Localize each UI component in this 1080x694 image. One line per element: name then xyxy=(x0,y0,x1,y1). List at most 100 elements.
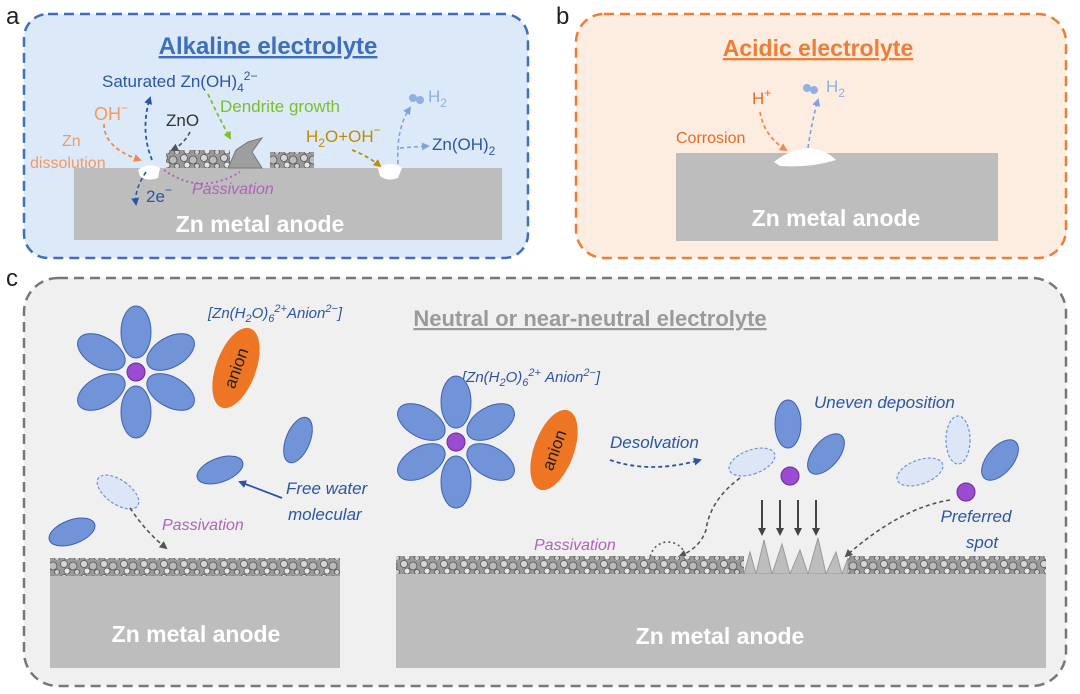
panel-c-arrow-passivation-right xyxy=(678,477,741,558)
free-water-molecule xyxy=(48,517,96,547)
panel-b: b Acidic electrolyte Zn metal anode H+ H… xyxy=(556,3,1068,260)
panel-b-arrow-proton xyxy=(759,111,788,152)
panel-c-right-passivation-2 xyxy=(848,556,1046,574)
free-water-arrow xyxy=(238,480,283,499)
panel-a-electrons-label: 2e− xyxy=(146,183,172,206)
panel-a: a Alkaline electrolyte Zn metal anode Sa… xyxy=(6,3,530,260)
panel-c-left-anode xyxy=(50,576,340,668)
panel-a-hydroxide-label: OH− xyxy=(94,101,128,124)
detached-water-molecule xyxy=(945,415,971,465)
panel-a-pit-2 xyxy=(378,164,402,180)
free-water-molecule-dashed xyxy=(96,474,140,510)
panel-b-anode-label: Zn metal anode xyxy=(752,205,921,231)
panel-a-zinc-hydroxide-label: Zn(OH)2 xyxy=(432,135,496,158)
panel-a-dendrite xyxy=(227,137,264,169)
panel-c-right-anode xyxy=(396,574,1046,668)
panel-b-proton-label: H+ xyxy=(752,86,771,108)
zinc-ion xyxy=(126,362,146,382)
panel-c-passivation-label-left: Passivation xyxy=(162,517,244,534)
water-petal xyxy=(440,455,472,509)
panel-a-arrow-zno xyxy=(170,131,191,151)
panel-c-left-passivation xyxy=(50,558,340,576)
water-petal xyxy=(466,443,515,481)
water-petal xyxy=(77,373,126,411)
panel-a-zn-dissolution-label-2: dissolution xyxy=(30,155,106,172)
panel-b-anode xyxy=(676,153,998,241)
panel-a-h2-label: H2 xyxy=(428,87,447,110)
panel-b-corrosion-label: Corrosion xyxy=(676,130,745,147)
panel-a-arrow-water xyxy=(351,149,382,168)
panel-a-dendrite-label: Dendrite growth xyxy=(220,97,340,116)
solvated-zinc-complex-1 xyxy=(77,305,195,439)
partially-desolvated-complex xyxy=(774,399,845,486)
panel-b-corrosion-pit xyxy=(774,148,836,167)
water-petal xyxy=(146,333,195,371)
anion-1: anion xyxy=(212,327,260,409)
detached-water-molecule xyxy=(728,447,776,477)
water-petal xyxy=(120,385,152,439)
water-petal xyxy=(807,433,845,475)
panel-c-arrow-passivation-left xyxy=(129,507,168,550)
panel-b-title: Acidic electrolyte xyxy=(723,35,913,61)
desolvation-arrow xyxy=(609,457,702,468)
panel-b-letter: b xyxy=(556,3,569,30)
free-water-label-1: Free water xyxy=(286,479,369,498)
panel-a-passivation-layer-2 xyxy=(270,152,314,168)
panel-b-h2-label: H2 xyxy=(826,77,845,100)
panel-a-anode xyxy=(74,168,502,240)
zinc-ion xyxy=(446,432,466,452)
water-petal xyxy=(77,333,126,371)
panel-a-arrow-dendrite xyxy=(207,93,231,140)
desolvation-label: Desolvation xyxy=(610,433,699,452)
zinc-ion xyxy=(780,466,800,486)
panel-c-complex-label-1: [Zn(H2O)62+Anion2−] xyxy=(207,303,343,325)
panel-a-arrow-hydroxide xyxy=(103,123,142,162)
water-petal xyxy=(146,373,195,411)
panel-c-passivation-label-right: Passivation xyxy=(534,537,616,554)
panel-c-right-passivation xyxy=(396,556,744,574)
zinc-ion xyxy=(956,482,976,502)
panel-c: c Neutral or near-neutral electrolyte [Z… xyxy=(6,265,1068,688)
panel-a-water-reaction-label: H2O+OH− xyxy=(306,123,381,150)
panel-a-letter: a xyxy=(6,3,20,30)
panel-a-zno-label: ZnO xyxy=(166,111,199,130)
panel-b-h2-bubble-1 xyxy=(803,84,811,92)
solvated-zinc-complex-2 xyxy=(397,375,515,509)
preferred-spot-label-1: Preferred xyxy=(941,507,1012,526)
panel-b-h2-bubble-2 xyxy=(810,86,818,94)
panel-a-arrow-saturated xyxy=(144,96,153,161)
panel-a-anode-label: Zn metal anode xyxy=(176,211,345,237)
panel-a-pit-1 xyxy=(138,165,160,180)
water-petal xyxy=(981,439,1019,481)
panel-c-left-anode-label: Zn metal anode xyxy=(112,621,281,647)
panel-a-passivation-label: Passivation xyxy=(192,181,274,198)
water-petal xyxy=(120,305,152,359)
water-petal xyxy=(774,399,802,449)
panel-c-right-anode-label: Zn metal anode xyxy=(636,623,805,649)
panel-a-arrow-zinc-hydroxide xyxy=(399,142,430,151)
uneven-deposit xyxy=(743,537,849,576)
panel-a-title: Alkaline electrolyte xyxy=(159,33,378,60)
panel-c-title: Neutral or near-neutral electrolyte xyxy=(413,306,766,331)
panel-a-zn-dissolution-label-1: Zn xyxy=(62,133,81,150)
panel-a-saturated-label: Saturated Zn(OH)42− xyxy=(102,69,257,95)
panel-c-letter: c xyxy=(6,265,18,292)
water-petal xyxy=(397,403,446,441)
panel-a-passivation-layer xyxy=(166,150,230,168)
anion-2: anion xyxy=(530,409,578,491)
preferred-spot-label-2: spot xyxy=(966,533,999,552)
panel-a-arrow-electrons xyxy=(131,171,147,206)
uneven-deposition-label: Uneven deposition xyxy=(814,393,955,412)
free-water-molecule xyxy=(196,455,244,485)
water-petal xyxy=(397,443,446,481)
panel-c-complex-label-2: [Zn(H2O)62+Anion2−] xyxy=(461,367,601,389)
panel-a-h2-bubble-2 xyxy=(416,96,424,104)
free-water-label-2: molecular xyxy=(288,505,363,524)
panel-a-h2-bubble-1 xyxy=(409,94,417,102)
panel-b-arrow-h2 xyxy=(807,98,821,149)
water-petal xyxy=(440,375,472,429)
water-petal xyxy=(466,403,515,441)
free-water-molecule xyxy=(283,416,313,464)
